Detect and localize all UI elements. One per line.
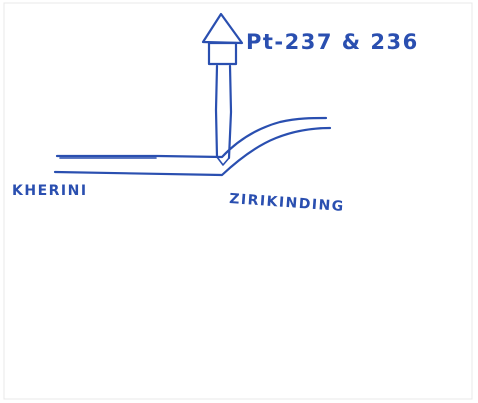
access-track bbox=[214, 64, 233, 166]
house-body bbox=[207, 41, 238, 66]
kherini-label: KHERINI bbox=[12, 183, 88, 199]
house-icon bbox=[201, 12, 244, 66]
main-road bbox=[53, 116, 332, 177]
paper-edge bbox=[3, 2, 473, 400]
main-road-lower-edge bbox=[53, 126, 332, 177]
plot-number-label: Pt-237 & 236 bbox=[246, 30, 419, 54]
access-track-join bbox=[216, 156, 230, 166]
house-roof bbox=[201, 12, 244, 45]
access-track-left-edge bbox=[214, 64, 219, 159]
zirikinding-label: ZIRIKINDING bbox=[229, 191, 346, 215]
access-track-right-edge bbox=[227, 64, 233, 160]
main-road-upper-edge bbox=[55, 116, 328, 159]
